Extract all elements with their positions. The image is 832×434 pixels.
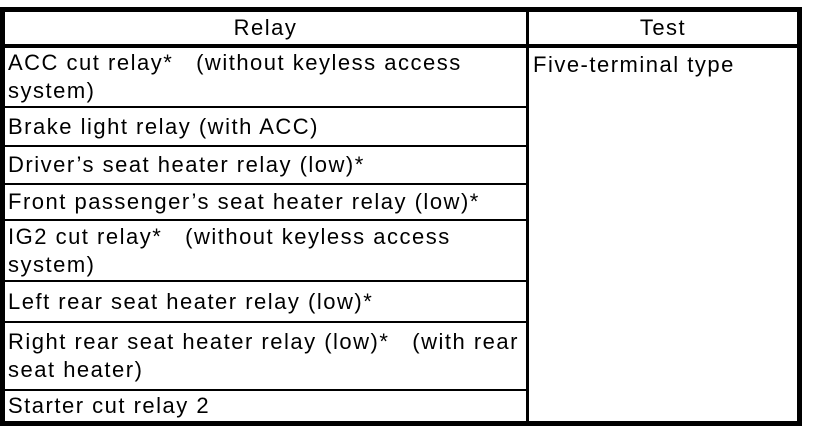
column-header-relay: Relay [2, 9, 529, 48]
table-row: Driver’s seat heater relay (low)* [2, 145, 800, 184]
relay-cell: Right rear seat heater relay (low)* (wit… [2, 321, 529, 390]
column-header-test: Test [526, 9, 800, 48]
table-row: Left rear seat heater relay (low)* [2, 280, 800, 322]
relay-cell: Brake light relay (with ACC) [2, 106, 529, 146]
table-row: ACC cut relay* (without keyless access s… [2, 45, 800, 424]
relay-cell: Left rear seat heater relay (low)* [2, 280, 529, 322]
table-row: Front passenger’s seat heater relay (low… [2, 183, 800, 220]
relay-cell: Driver’s seat heater relay (low)* [2, 145, 529, 184]
table-row: Brake light relay (with ACC) [2, 106, 800, 146]
relay-cell: Starter cut relay 2 [2, 389, 529, 424]
relay-cell: ACC cut relay* (without keyless access s… [2, 45, 529, 107]
test-cell: Five-terminal type [526, 45, 800, 424]
relay-cell: Front passenger’s seat heater relay (low… [2, 183, 529, 220]
table-row: Right rear seat heater relay (low)* (wit… [2, 321, 800, 390]
relay-test-table: Relay Test ACC cut relay* (without keyle… [0, 7, 802, 426]
table-row: IG2 cut relay* (without keyless access s… [2, 219, 800, 281]
table-row: Starter cut relay 2 [2, 389, 800, 424]
table-header-row: Relay Test [2, 9, 800, 48]
relay-cell: IG2 cut relay* (without keyless access s… [2, 219, 529, 281]
